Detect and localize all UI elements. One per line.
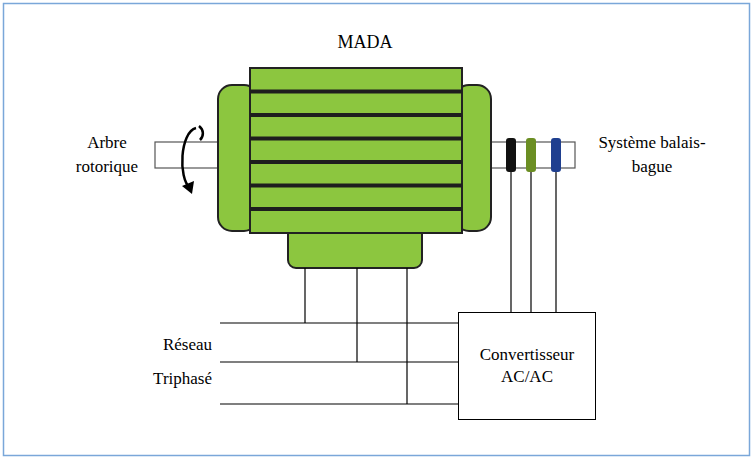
- brush-ring-label: Système balais-bague: [592, 131, 712, 179]
- rotor-connector: [511, 270, 512, 312]
- rotor-connector: [531, 270, 532, 312]
- stator-fins: [250, 90, 462, 212]
- rotor-connector: [556, 270, 557, 312]
- stator-wire: [356, 268, 357, 362]
- machine-title: MADA: [150, 31, 580, 53]
- slip-ring: [551, 138, 561, 172]
- fin-line: [250, 90, 462, 94]
- slip-ring: [526, 138, 536, 172]
- grid-line: [220, 403, 458, 404]
- machine-body: [250, 68, 462, 233]
- fin-line: [250, 184, 462, 188]
- grid-line: [220, 361, 458, 362]
- converter-box: Convertisseur AC/AC: [458, 312, 596, 420]
- fin-line: [250, 160, 462, 164]
- rotor-wire: [555, 172, 556, 270]
- rotor-wire: [510, 172, 511, 270]
- stator-wire: [406, 268, 407, 404]
- rotation-arrow: [199, 126, 203, 140]
- rotation-arrow: [182, 128, 196, 188]
- rotor-wire: [530, 172, 531, 270]
- fin-line: [250, 207, 462, 211]
- machine-node: MADA: [150, 25, 580, 270]
- converter-label: Convertisseur AC/AC: [469, 344, 585, 388]
- fin-line: [250, 137, 462, 141]
- arrow-head: [182, 181, 194, 194]
- shaft-label: Arbre rotorique: [68, 131, 146, 179]
- slip-ring: [506, 138, 516, 172]
- grid-label: Réseau Triphasé: [128, 328, 212, 396]
- stator-wire: [304, 268, 305, 323]
- grid-line: [220, 322, 458, 323]
- frame: [4, 4, 750, 456]
- fin-line: [250, 113, 462, 117]
